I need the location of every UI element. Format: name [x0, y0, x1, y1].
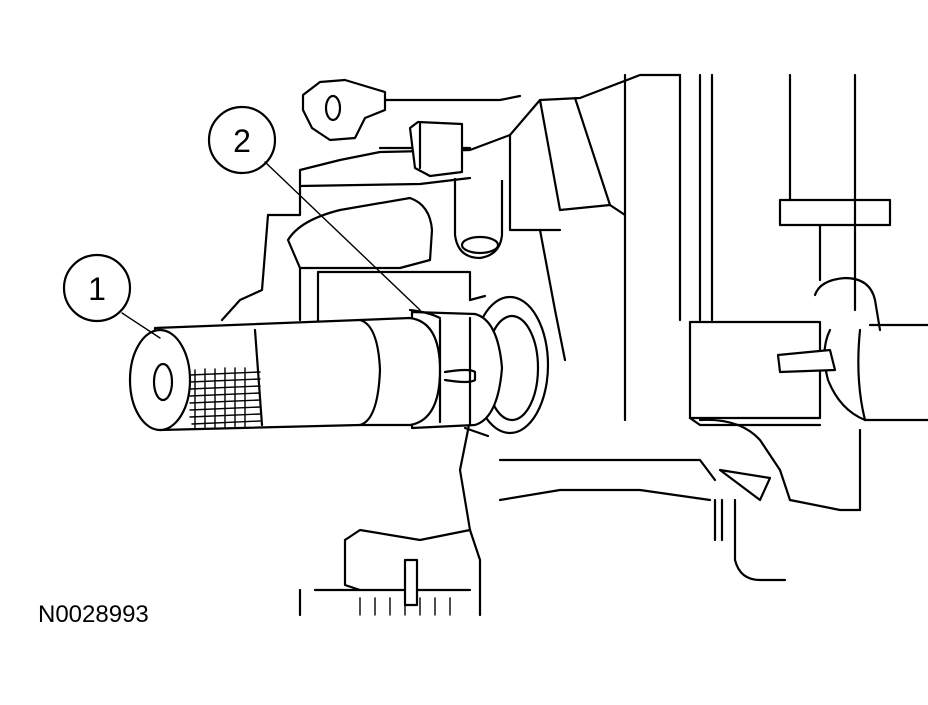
callout-1-label: 1 — [88, 271, 106, 307]
callout-2-label: 2 — [233, 123, 251, 159]
callout-2: 2 — [207, 105, 421, 311]
callout-1: 1 — [62, 253, 161, 339]
figure-id: N0028993 — [38, 601, 149, 628]
installer-tool — [128, 316, 442, 432]
